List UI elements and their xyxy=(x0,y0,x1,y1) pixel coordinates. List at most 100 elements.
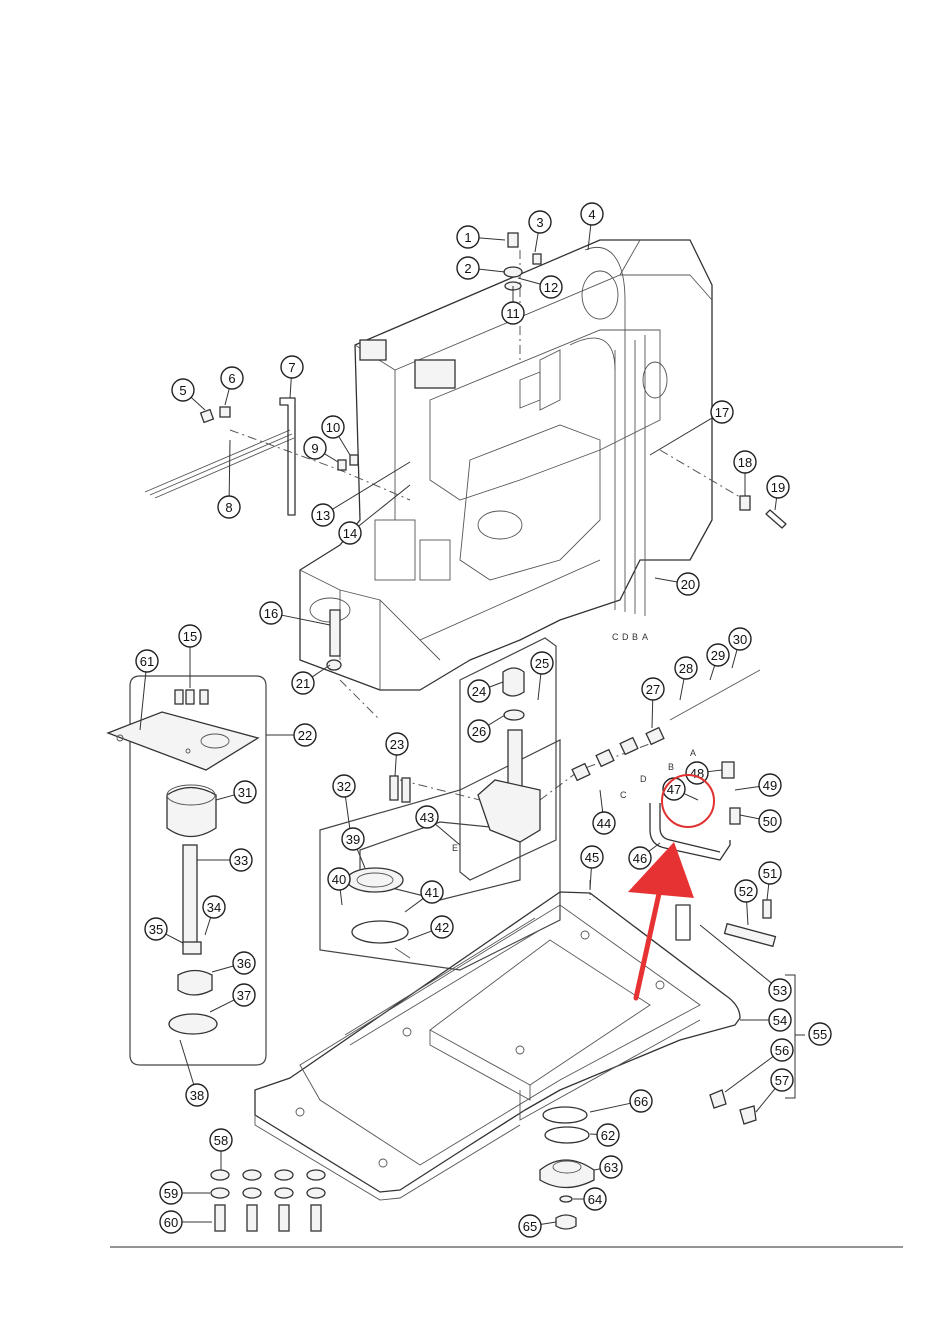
callout-5: 5 xyxy=(171,378,195,402)
leader-57 xyxy=(755,1088,776,1113)
callout-13: 13 xyxy=(311,503,335,527)
callout-label-17: 17 xyxy=(715,405,729,420)
callout-label-54: 54 xyxy=(773,1013,787,1028)
callout-label-31: 31 xyxy=(238,785,252,800)
leader-21 xyxy=(311,664,331,678)
leader-52 xyxy=(746,901,749,926)
leader-31 xyxy=(215,794,235,801)
callout-66: 66 xyxy=(629,1089,653,1113)
connector-letter-c: C xyxy=(620,790,627,800)
callout-59: 59 xyxy=(159,1181,183,1205)
callout-circle-64 xyxy=(583,1187,607,1211)
callout-circle-46 xyxy=(628,846,652,870)
leader-48 xyxy=(707,769,723,773)
machine-body: C D B A xyxy=(299,239,713,691)
leader-41 xyxy=(404,898,424,913)
callout-label-22: 22 xyxy=(298,728,312,743)
callout-25: 25 xyxy=(530,651,554,675)
leader-2 xyxy=(478,268,506,273)
callout-9: 9 xyxy=(303,436,327,460)
callout-label-59: 59 xyxy=(164,1186,178,1201)
leader-46 xyxy=(648,842,661,852)
shaft-assembly xyxy=(459,637,557,881)
callout-54: 54 xyxy=(768,1008,792,1032)
highlight-arrow-shaft xyxy=(633,877,665,1001)
leader-6 xyxy=(224,388,230,406)
leader-45 xyxy=(589,867,592,891)
leader-10 xyxy=(338,436,351,456)
callout-19: 19 xyxy=(766,475,790,499)
connector-letter-d: D xyxy=(640,774,647,784)
callout-label-19: 19 xyxy=(771,480,785,495)
callout-circle-23 xyxy=(385,732,409,756)
callout-3: 3 xyxy=(528,210,552,234)
callout-label-39: 39 xyxy=(346,832,360,847)
callout-label-23: 23 xyxy=(390,737,404,752)
callout-circle-25 xyxy=(530,651,554,675)
callout-17: 17 xyxy=(710,400,734,424)
callout-label-13: 13 xyxy=(316,508,330,523)
callout-circle-40 xyxy=(327,867,351,891)
callout-label-18: 18 xyxy=(738,455,752,470)
callout-label-5: 5 xyxy=(179,383,186,398)
leader-lines xyxy=(139,224,778,1225)
callout-7: 7 xyxy=(280,355,304,379)
callout-52: 52 xyxy=(734,879,758,903)
leader-51 xyxy=(766,883,770,901)
callout-60: 60 xyxy=(159,1210,183,1234)
callout-circle-27 xyxy=(641,677,665,701)
callout-11: 11 xyxy=(501,301,525,325)
base-tray xyxy=(254,891,757,1230)
connector-letter-e: E xyxy=(452,843,458,853)
callout-35: 35 xyxy=(144,917,168,941)
callout-label-41: 41 xyxy=(425,885,439,900)
callout-label-8: 8 xyxy=(225,500,232,515)
callout-10: 10 xyxy=(321,415,345,439)
callout-circle-16 xyxy=(259,601,283,625)
callout-circle-35 xyxy=(144,917,168,941)
callout-label-66: 66 xyxy=(634,1094,648,1109)
callout-2: 2 xyxy=(456,256,480,280)
callout-22: 22 xyxy=(293,723,317,747)
callout-26: 26 xyxy=(467,719,491,743)
leader-27 xyxy=(651,699,654,729)
group-22 xyxy=(106,675,267,1066)
callout-circle-51 xyxy=(758,861,782,885)
leader-35 xyxy=(165,933,184,944)
callout-label-4: 4 xyxy=(588,207,595,222)
callout-30: 30 xyxy=(728,627,752,651)
callout-circle-62 xyxy=(596,1123,620,1147)
callout-label-45: 45 xyxy=(585,850,599,865)
callout-label-51: 51 xyxy=(763,866,777,881)
callout-label-10: 10 xyxy=(326,420,340,435)
leader-43 xyxy=(435,823,461,846)
callout-label-49: 49 xyxy=(763,778,777,793)
callout-62: 62 xyxy=(596,1123,620,1147)
leader-13 xyxy=(332,461,411,510)
leader-5 xyxy=(190,397,206,411)
callout-circle-53 xyxy=(768,978,792,1002)
callout-label-12: 12 xyxy=(544,280,558,295)
callout-57: 57 xyxy=(770,1068,794,1092)
callout-63: 63 xyxy=(599,1155,623,1179)
leader-7 xyxy=(289,377,292,399)
callout-6: 6 xyxy=(220,366,244,390)
leader-44 xyxy=(599,789,604,813)
callout-circle-63 xyxy=(599,1155,623,1179)
leader-4 xyxy=(587,224,592,251)
callout-label-55: 55 xyxy=(813,1027,827,1042)
callout-circle-33 xyxy=(229,848,253,872)
highlight-circle xyxy=(661,774,715,828)
callout-label-52: 52 xyxy=(739,884,753,899)
callout-circle-56 xyxy=(770,1038,794,1062)
callout-circle-26 xyxy=(467,719,491,743)
callout-label-15: 15 xyxy=(183,629,197,644)
callout-circle-31 xyxy=(233,780,257,804)
callout-55: 55 xyxy=(808,1022,832,1046)
callout-label-42: 42 xyxy=(435,920,449,935)
leader-8 xyxy=(228,439,231,497)
callout-circle-5 xyxy=(171,378,195,402)
callout-circle-58 xyxy=(209,1128,233,1152)
callout-circle-1 xyxy=(456,225,480,249)
